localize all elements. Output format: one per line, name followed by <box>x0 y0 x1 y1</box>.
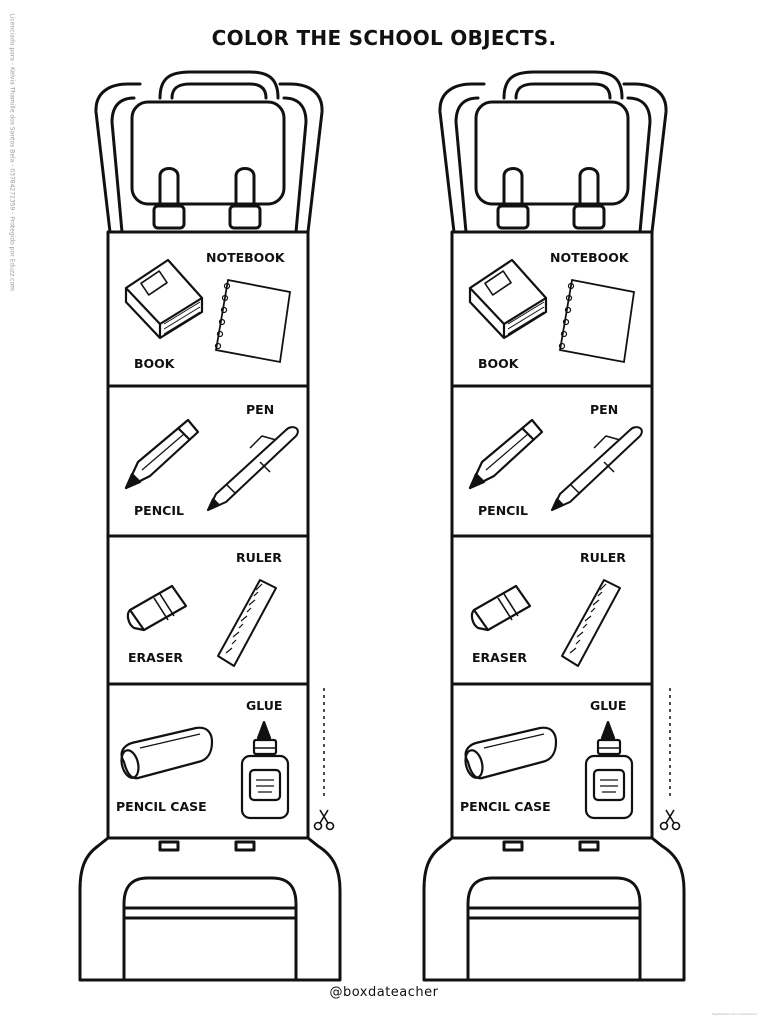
pencil-case-icon <box>464 726 558 780</box>
label-pencil-case: PENCIL CASE <box>116 799 207 814</box>
label-glue: GLUE <box>246 698 282 713</box>
label-ruler: RULER <box>580 550 626 565</box>
notebook-icon <box>558 278 636 364</box>
scissors-icon <box>313 809 335 831</box>
book-icon <box>468 258 548 340</box>
label-book: BOOK <box>478 356 520 371</box>
eraser-icon <box>126 584 188 632</box>
footer-handle: @boxdateacher <box>329 985 439 1000</box>
ruler-icon <box>561 579 621 667</box>
book-icon <box>124 258 204 340</box>
notebook-icon <box>214 278 292 364</box>
glue-icon <box>240 720 290 820</box>
pencil-icon <box>468 418 544 490</box>
label-pencil: PENCIL <box>478 503 528 518</box>
label-pen: PEN <box>246 402 274 417</box>
label-eraser: ERASER <box>472 650 527 665</box>
label-pencil-case: PENCIL CASE <box>460 799 551 814</box>
label-pen: PEN <box>590 402 618 417</box>
label-pencil: PENCIL <box>134 503 184 518</box>
pen-icon <box>551 426 643 511</box>
bookmark-right: NOTEBOOK BOOK PEN PENCIL RULER ERASER GL… <box>422 70 686 982</box>
pencil-icon <box>124 418 200 490</box>
label-glue: GLUE <box>590 698 626 713</box>
ruler-icon <box>217 579 277 667</box>
label-notebook: NOTEBOOK <box>206 250 286 265</box>
label-eraser: ERASER <box>128 650 183 665</box>
eraser-icon <box>470 584 532 632</box>
pen-icon <box>207 426 299 511</box>
label-ruler: RULER <box>236 550 282 565</box>
glue-icon <box>584 720 634 820</box>
pencil-case-icon <box>120 726 214 780</box>
scissors-icon <box>659 809 681 831</box>
label-book: BOOK <box>134 356 176 371</box>
label-notebook: NOTEBOOK <box>550 250 630 265</box>
bookmark-left: NOTEBOOK BOOK PEN PENCIL RULER ERASER GL… <box>78 70 342 982</box>
scanner-note: Digitalizado com CamScanner <box>712 1012 758 1016</box>
page-title: COLOR THE SCHOOL OBJECTS. <box>211 26 557 50</box>
